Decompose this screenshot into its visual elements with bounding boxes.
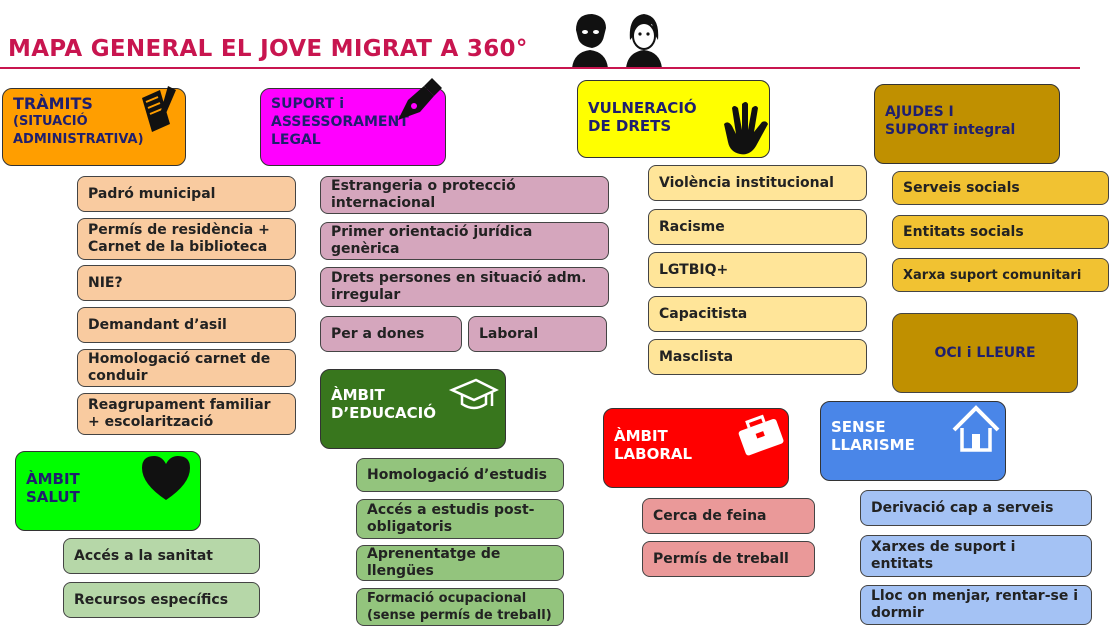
list-item: Accés a la sanitat (63, 538, 260, 574)
young-woman-icon (622, 10, 666, 68)
list-item: Homologació d’estudis (356, 458, 564, 492)
laboral-title-line2: LABORAL (614, 445, 693, 463)
page-title: MAPA GENERAL EL JOVE MIGRAT A 360° (8, 36, 528, 62)
list-item: Per a dones (320, 316, 462, 352)
list-item: Lloc on menjar, rentar-se i dormir (860, 585, 1092, 625)
salut-title-line1: ÀMBIT (26, 470, 80, 488)
list-item: Derivació cap a serveis (860, 490, 1092, 526)
list-item: LGTBIQ+ (648, 252, 867, 288)
list-item: Reagrupament familiar + escolarització (77, 393, 296, 435)
list-item: Serveis socials (892, 171, 1109, 205)
ajudes-title-line2: SUPORT integral (885, 122, 1016, 138)
pencil-paper-icon (138, 84, 182, 134)
sensellarisme-title-line1: SENSE (831, 418, 886, 436)
educacio-title-line2: D’EDUCACIÓ (331, 404, 436, 422)
pen-nib-icon (394, 76, 446, 126)
briefcase-icon (734, 410, 788, 458)
list-item: Accés a estudis post-obligatoris (356, 499, 564, 539)
list-item: Permís de residència + Carnet de la bibl… (77, 218, 296, 260)
list-item: Xarxa suport comunitari (892, 258, 1109, 292)
list-item: Homologació carnet de conduir (77, 349, 296, 387)
suport-title-line3: LEGAL (271, 132, 321, 148)
list-item: Capacitista (648, 296, 867, 332)
list-item: Estrangeria o protecció internacional (320, 176, 609, 214)
list-item: Recursos específics (63, 582, 260, 618)
vulneracio-title-line2: DE DRETS (588, 117, 672, 135)
list-item: Drets persones en situació adm. irregula… (320, 267, 609, 307)
list-item: Primer orientació jurídica genèrica (320, 222, 609, 260)
list-item: Entitats socials (892, 215, 1109, 249)
list-item: Xarxes de suport i entitats (860, 535, 1092, 577)
vulneracio-title-line1: VULNERACIÓ (588, 99, 697, 117)
list-item: Masclista (648, 339, 867, 375)
salut-title-line2: SALUT (26, 488, 80, 506)
house-icon (950, 402, 1002, 456)
suport-title-line2: ASSESSORAMENT (271, 114, 409, 130)
list-item: NIE? (77, 265, 296, 301)
ajudes-heading: AJUDES I SUPORT integral (874, 84, 1060, 164)
laboral-heading: ÀMBIT LABORAL (603, 408, 789, 488)
laboral-title-line1: ÀMBIT (614, 427, 668, 445)
young-man-icon (566, 10, 614, 68)
list-item: Demandant d’asil (77, 307, 296, 343)
list-item: Padró municipal (77, 176, 296, 212)
sensellarisme-title-line2: LLARISME (831, 436, 915, 454)
oci-lleure-box: OCI i LLEURE (892, 313, 1078, 393)
tramits-title-line2: (SITUACIÓ (13, 114, 88, 129)
hand-icon (716, 100, 772, 158)
list-item: Laboral (468, 316, 607, 352)
title-underline (0, 67, 1080, 69)
list-item: Racisme (648, 209, 867, 245)
list-item: Aprenentatge de llengües (356, 545, 564, 581)
suport-heading: SUPORT i ASSESSORAMENT LEGAL (260, 88, 446, 166)
suport-title-line1: SUPORT i (271, 96, 344, 112)
list-item: Formació ocupacional (sense permís de tr… (356, 588, 564, 626)
list-item: Violència institucional (648, 165, 867, 201)
list-item: Cerca de feina (642, 498, 815, 534)
educacio-title-line1: ÀMBIT (331, 386, 385, 404)
graduation-cap-icon (448, 372, 500, 422)
ajudes-title-line1: AJUDES I (885, 104, 954, 120)
list-item: Permís de treball (642, 541, 815, 577)
tramits-title-line3: ADMINISTRATIVA) (13, 132, 144, 147)
heart-icon (138, 452, 194, 502)
tramits-title-line1: TRÀMITS (13, 94, 93, 113)
